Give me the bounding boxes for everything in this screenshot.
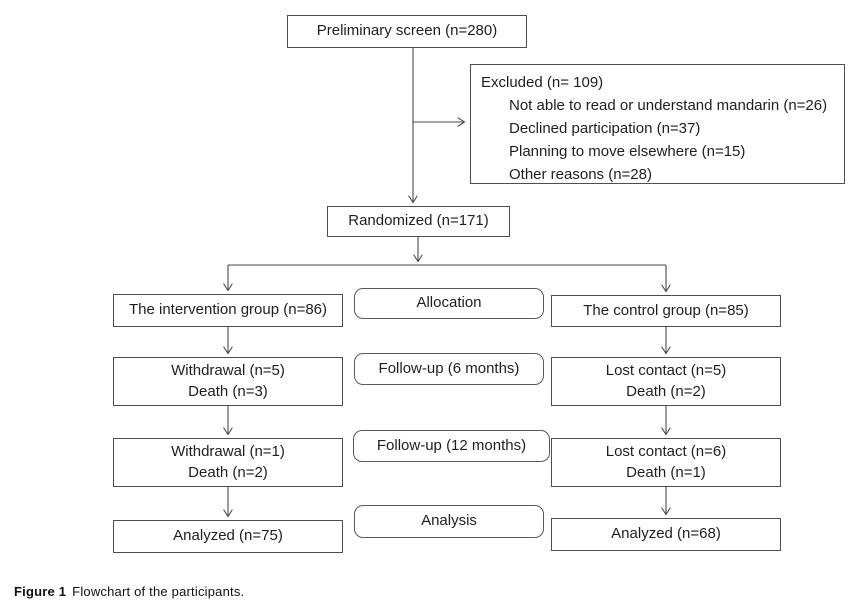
node-control-followup12: Lost contact (n=6) Death (n=1) xyxy=(551,438,781,487)
stage-analysis: Analysis xyxy=(354,505,544,538)
followup6-line: Death (n=3) xyxy=(188,382,268,400)
figure-caption: Figure 1 Flowchart of the participants. xyxy=(14,584,244,599)
node-excluded: Excluded (n= 109) Not able to read or un… xyxy=(470,64,845,184)
node-preliminary-screen: Preliminary screen (n=280) xyxy=(287,15,527,48)
followup6-line: Withdrawal (n=5) xyxy=(171,362,285,380)
figure-caption-text: Flowchart of the participants. xyxy=(72,584,245,599)
node-intervention-analyzed: Analyzed (n=75) xyxy=(113,520,343,553)
node-intervention-group: The intervention group (n=86) xyxy=(113,294,343,327)
followup6-line: Death (n=2) xyxy=(626,382,706,400)
node-randomized: Randomized (n=171) xyxy=(327,206,510,237)
stage-allocation: Allocation xyxy=(354,288,544,319)
node-intervention-followup6: Withdrawal (n=5) Death (n=3) xyxy=(113,357,343,406)
followup12-line: Death (n=2) xyxy=(188,463,268,481)
node-intervention-followup12: Withdrawal (n=1) Death (n=2) xyxy=(113,438,343,487)
node-control-group: The control group (n=85) xyxy=(551,295,781,327)
node-control-followup6: Lost contact (n=5) Death (n=2) xyxy=(551,357,781,406)
followup12-line: Withdrawal (n=1) xyxy=(171,443,285,461)
figure-caption-label: Figure 1 xyxy=(14,584,67,599)
node-control-analyzed: Analyzed (n=68) xyxy=(551,518,781,551)
excluded-title: Excluded (n= 109) xyxy=(481,74,604,91)
excluded-reason: Not able to read or understand mandarin … xyxy=(509,97,828,114)
followup12-line: Lost contact (n=6) xyxy=(605,443,727,461)
stage-followup-12-months: Follow-up (12 months) xyxy=(353,430,550,462)
followup12-line: Death (n=1) xyxy=(626,463,706,481)
excluded-reason: Other reasons (n=28) xyxy=(509,166,652,183)
excluded-reason: Planning to move elsewhere (n=15) xyxy=(509,143,746,160)
excluded-reason: Declined participation (n=37) xyxy=(509,120,701,137)
followup6-line: Lost contact (n=5) xyxy=(605,362,727,380)
stage-followup-6-months: Follow-up (6 months) xyxy=(354,353,544,385)
